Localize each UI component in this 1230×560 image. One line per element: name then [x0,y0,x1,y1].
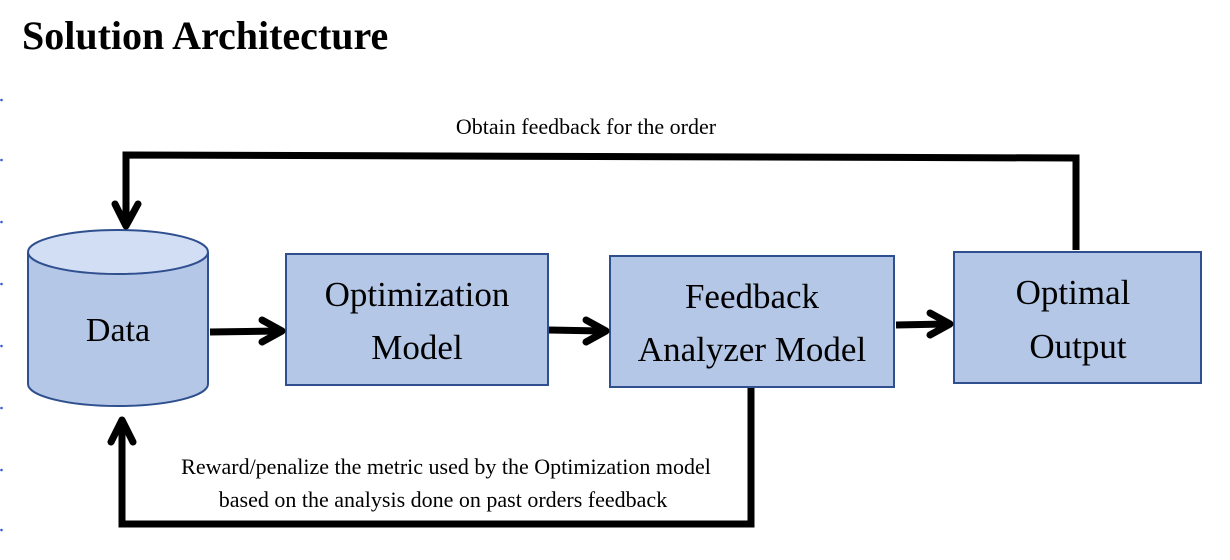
optimal-output-box [953,251,1202,384]
optimization-model-node: Optimization Model [285,253,549,386]
arrow-reward-loop [107,388,755,528]
optimization-model-label-line1: Optimization [325,275,510,314]
arrow-feedback-to-output [895,309,954,339]
data-cylinder-top [27,229,209,275]
arrow-optimization-to-feedback [548,316,610,346]
optimal-output-node: Optimal Output [953,251,1202,384]
reward-loop-label-line1: Reward/penalize the metric used by the O… [181,454,711,479]
data-node-label: Data [86,312,150,349]
feedback-analyzer-node: Feedback Analyzer Model [609,255,895,388]
optimization-model-label-line2: Model [371,328,463,367]
feedback-analyzer-box [609,255,895,388]
feedback-analyzer-label-line2: Analyzer Model [638,330,867,369]
arrow-data-to-optimization [209,316,286,346]
data-cylinder-body [27,252,209,407]
data-store-node: Data [27,229,209,407]
diagram-title: Solution Architecture [22,13,389,58]
left-edge-dots [0,98,3,532]
arrow-feedback-loop [111,151,1080,250]
reward-loop-label-line2: based on the analysis done on past order… [219,487,667,512]
optimization-model-box [285,253,549,386]
feedback-analyzer-label-line1: Feedback [685,277,820,316]
optimal-output-label-line1: Optimal [1016,273,1131,312]
feedback-loop-label: Obtain feedback for the order [456,114,717,139]
optimal-output-label-line2: Output [1029,327,1127,366]
